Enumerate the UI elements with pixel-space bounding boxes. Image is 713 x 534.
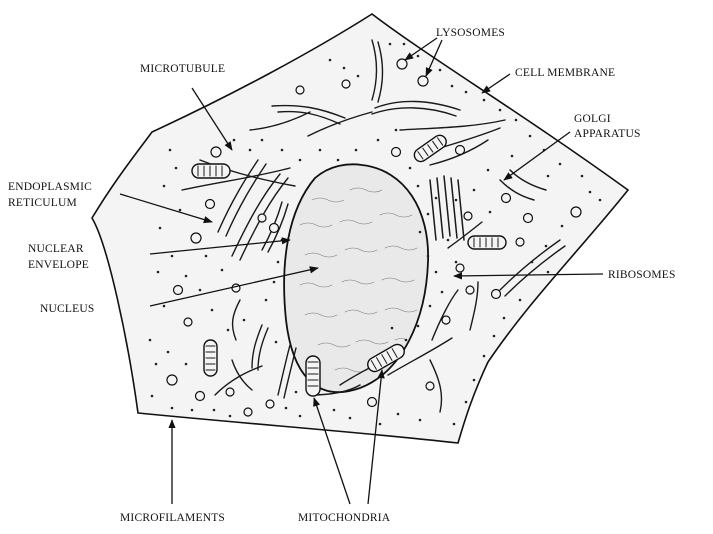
mitochondrion bbox=[306, 356, 320, 396]
label-lysosomes: LYSOSOMES bbox=[436, 27, 505, 39]
label-er-line1: ENDOPLASMIC bbox=[8, 181, 92, 193]
leader-cell-membrane bbox=[482, 74, 510, 93]
label-nuclear-envelope-line1: NUCLEAR bbox=[28, 243, 84, 255]
label-cell-membrane: CELL MEMBRANE bbox=[515, 67, 615, 79]
label-golgi-line1: GOLGI bbox=[574, 113, 611, 125]
label-microfilaments: MICROFILAMENTS bbox=[120, 512, 225, 524]
mitochondrion bbox=[468, 236, 506, 249]
label-microtubule: MICROTUBULE bbox=[140, 63, 225, 75]
label-nucleus: NUCLEUS bbox=[40, 303, 94, 315]
label-er-line2: RETICULUM bbox=[8, 197, 77, 209]
label-ribosomes: RIBOSOMES bbox=[608, 269, 676, 281]
mitochondrion bbox=[204, 340, 217, 376]
label-mitochondria: MITOCHONDRIA bbox=[298, 512, 391, 524]
label-golgi-line2: APPARATUS bbox=[574, 128, 641, 140]
label-nuclear-envelope-line2: ENVELOPE bbox=[28, 259, 89, 271]
mitochondrion bbox=[192, 164, 230, 178]
